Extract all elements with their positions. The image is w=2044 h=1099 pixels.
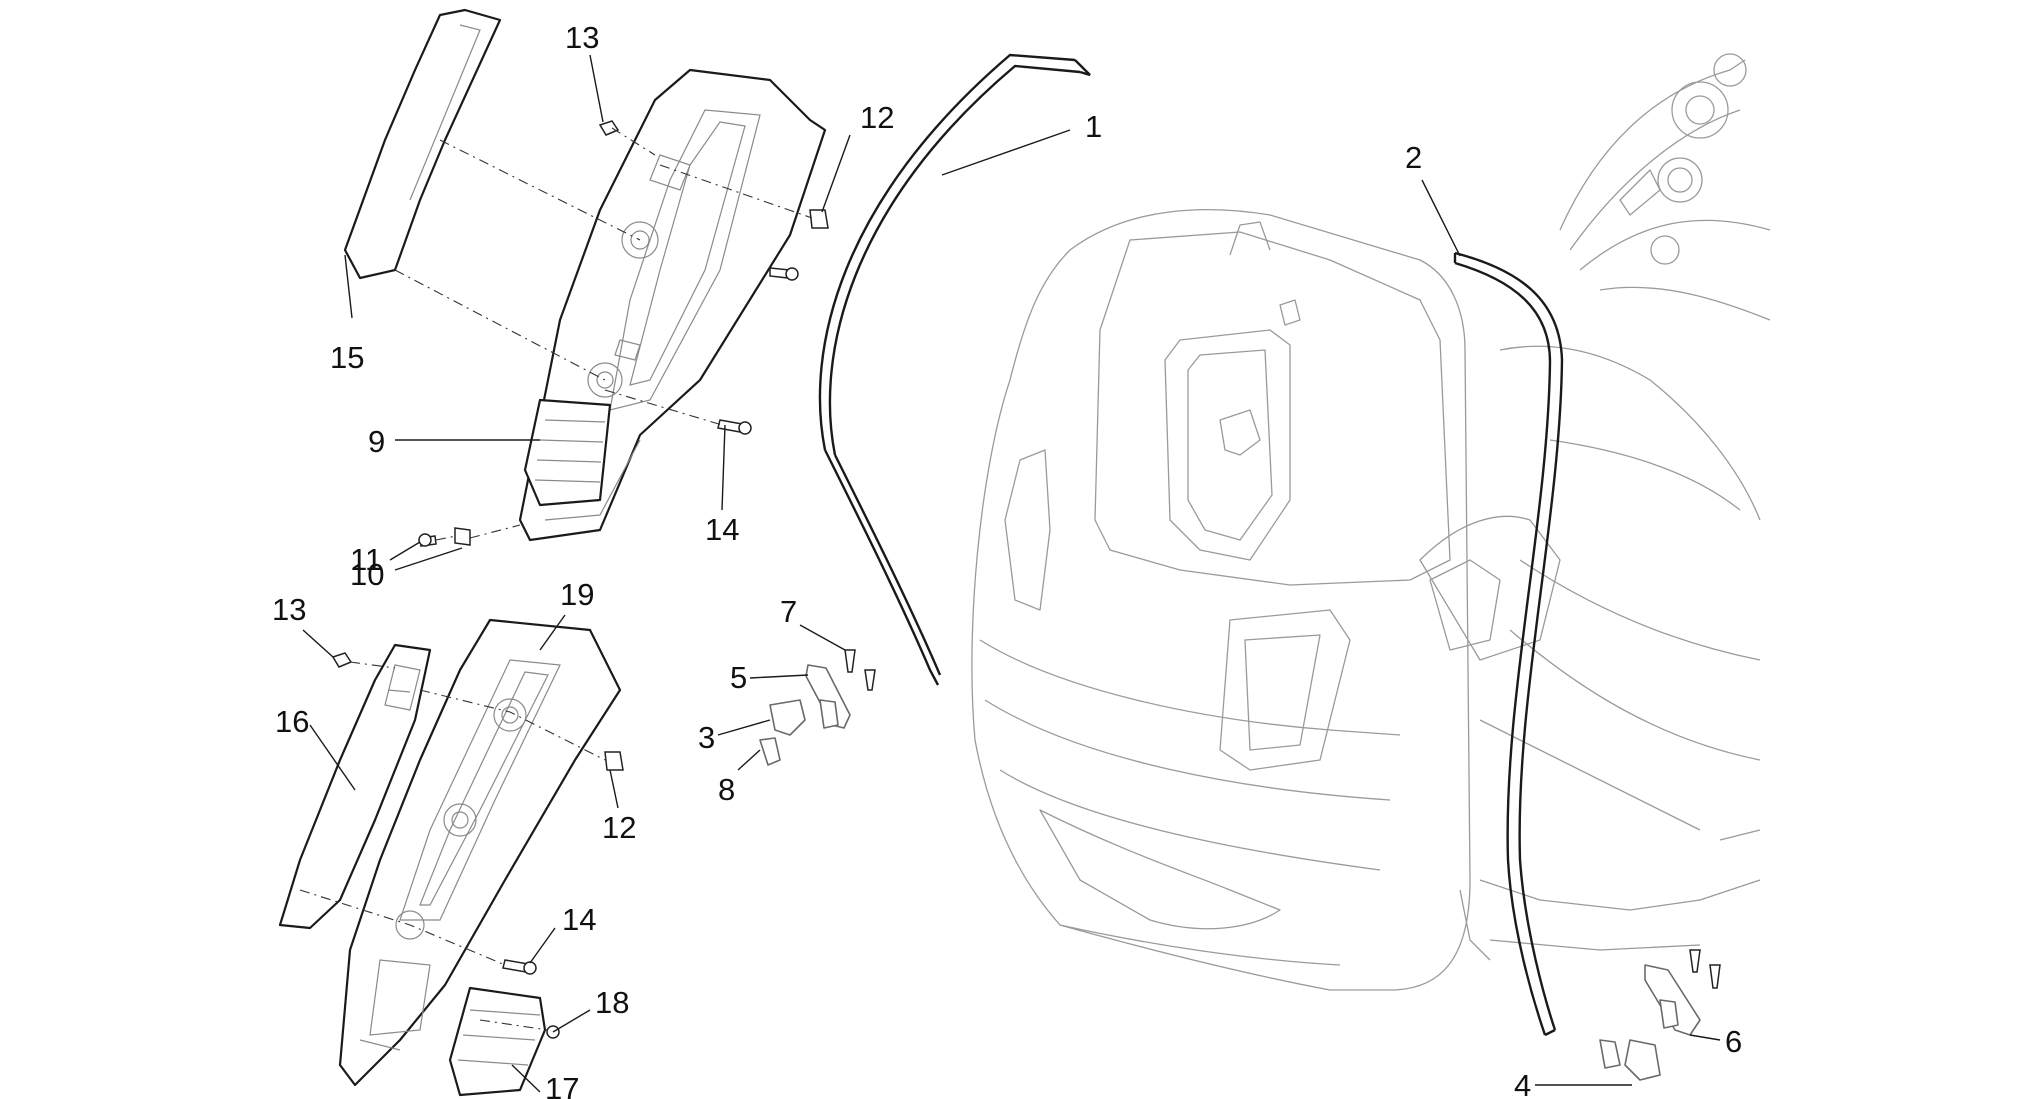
callout-6: 6	[1725, 1024, 1742, 1059]
fasteners	[331, 120, 829, 1039]
horn-cover-upper	[518, 68, 827, 542]
callout-2: 2	[1405, 140, 1422, 175]
grille-lower	[448, 986, 547, 1097]
callout-17: 17	[545, 1071, 579, 1099]
callout-12-lower: 12	[602, 810, 636, 845]
callout-14-lower: 14	[562, 902, 596, 937]
callout-4: 4	[1514, 1068, 1531, 1099]
callout-5: 5	[730, 660, 747, 695]
horn-cover-lower	[338, 618, 622, 1087]
callout-13-upper: 13	[565, 20, 599, 55]
callout-16: 16	[275, 704, 309, 739]
callout-10: 10	[350, 557, 384, 592]
assembly-lines	[299, 127, 813, 1031]
callout-15: 15	[330, 340, 364, 375]
callout-11: 11	[350, 542, 382, 577]
callout-labels: 1 2 3 4 5 6 7 8 9 10 11 12 12 13 13 14 1…	[272, 20, 1742, 1099]
callout-19: 19	[560, 577, 594, 612]
callout-1: 1	[1085, 109, 1102, 144]
badge-plate-upper	[343, 8, 502, 280]
seal-strip-side	[1453, 251, 1564, 1037]
seal-strip-front	[818, 53, 1091, 686]
callout-13-lower: 13	[272, 592, 306, 627]
callout-7: 7	[780, 594, 797, 629]
badge-strip-lower	[278, 643, 432, 930]
callout-9: 9	[368, 424, 385, 459]
callout-18: 18	[595, 985, 629, 1020]
callout-3: 3	[698, 720, 715, 755]
leader-lines	[302, 54, 1721, 1093]
fittings-rear-clips	[1599, 949, 1721, 1081]
fittings-front-clips	[759, 649, 876, 766]
callout-12-upper: 12	[860, 100, 894, 135]
scooter-front-body	[971, 53, 1771, 991]
callout-14-upper: 14	[705, 512, 739, 547]
callout-8: 8	[718, 772, 735, 807]
